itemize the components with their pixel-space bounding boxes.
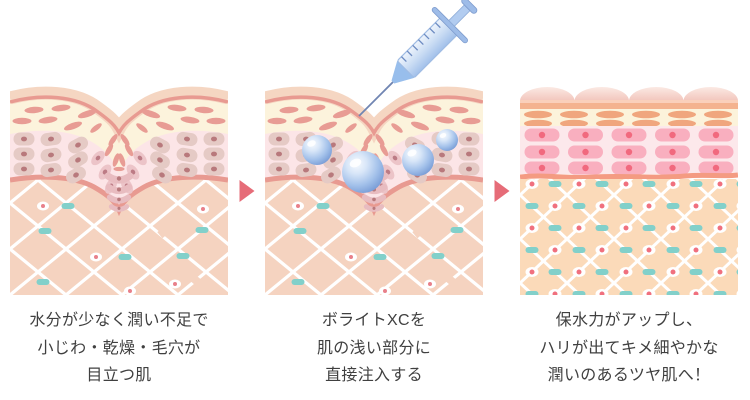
smooth-plump-skin-cross-section-icon (520, 0, 738, 295)
skin-treatment-process-diagram: 水分が少なく潤い不足で 小じわ・乾燥・毛穴が 目立つ肌 (0, 0, 750, 390)
caption-after: 保水力がアップし、 ハリが出てキメ細やかな 潤いのあるツヤ肌へ！ (520, 307, 738, 390)
caption-line: 直接注入する (325, 367, 423, 385)
caption-line: 小じわ・乾燥・毛穴が (37, 339, 201, 357)
panel-after: 保水力がアップし、 ハリが出てキメ細やかな 潤いのあるツヤ肌へ！ (520, 0, 738, 390)
panel-injection: ボライトXCを 肌の浅い部分に 直接注入する (265, 0, 483, 390)
panel-before: 水分が少なく潤い不足で 小じわ・乾燥・毛穴が 目立つ肌 (10, 0, 228, 390)
caption-before: 水分が少なく潤い不足で 小じわ・乾燥・毛穴が 目立つ肌 (10, 307, 228, 390)
syringe-injecting-moisture-droplets-icon (265, 0, 483, 295)
moisture-droplets (302, 129, 458, 193)
syringe-icon (358, 0, 478, 117)
step-gap (228, 0, 265, 295)
caption-line: ハリが出てキメ細やかな (539, 339, 719, 357)
caption-line: 肌の浅い部分に (316, 339, 432, 357)
caption-line: 潤いのあるツヤ肌へ！ (547, 367, 711, 385)
step-gap (483, 0, 520, 295)
caption-injection: ボライトXCを 肌の浅い部分に 直接注入する (265, 307, 483, 390)
caption-line: 水分が少なく潤い不足で (29, 312, 209, 329)
arrow-right-icon (494, 180, 509, 202)
caption-line: 目立つ肌 (86, 367, 152, 385)
caption-line: 保水力がアップし、 (555, 312, 703, 329)
wrinkled-dry-skin-cross-section-icon (10, 0, 228, 295)
arrow-right-icon (239, 180, 254, 202)
caption-line: ボライトXCを (321, 312, 427, 329)
